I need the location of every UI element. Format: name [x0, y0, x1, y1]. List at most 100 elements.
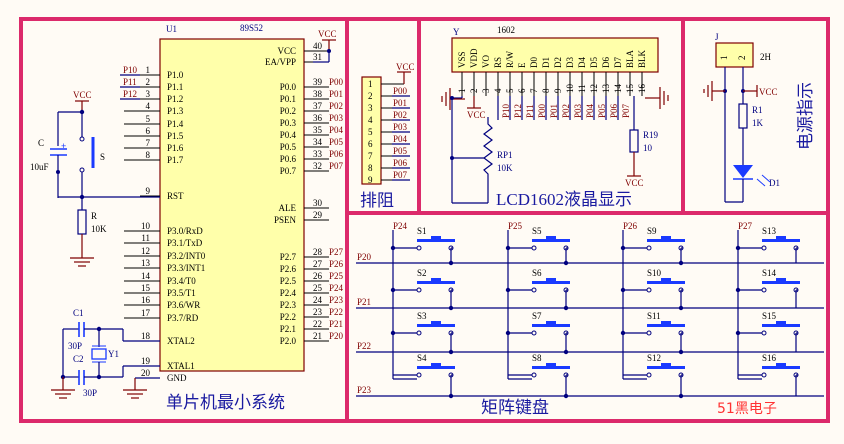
keypad-switch[interactable] — [647, 236, 685, 242]
r1-ref: R1 — [752, 105, 763, 115]
pin-name: P1.3 — [167, 106, 184, 116]
col-net-label: P27 — [738, 221, 753, 231]
pin-name: P3.2/INT0 — [167, 251, 206, 261]
net-label: P12 — [513, 104, 523, 118]
switch-ref: S14 — [762, 268, 777, 278]
reset-resistor — [77, 209, 87, 235]
lcd-pin-name: VO — [481, 55, 491, 68]
lcd-pin-number: 13 — [601, 84, 611, 94]
keypad-switch[interactable] — [532, 278, 570, 284]
col-net-label: P26 — [623, 221, 638, 231]
switch-ref: S11 — [647, 311, 661, 321]
pin-name: P1.2 — [167, 94, 183, 104]
net-label: P20 — [329, 331, 344, 341]
lcd-pin-name: VSS — [457, 51, 467, 68]
net-label: P07 — [621, 103, 631, 118]
pin-name: XTAL1 — [167, 361, 195, 371]
pin-number: 34 — [313, 137, 323, 147]
net-label: P00 — [329, 77, 344, 87]
pin-name: P3.1/TxD — [167, 238, 203, 248]
pin-number: 17 — [141, 308, 151, 318]
keypad-switch[interactable] — [647, 363, 685, 369]
keypad-switch[interactable] — [762, 363, 800, 369]
pin-number: 4 — [368, 115, 373, 125]
keypad-switch[interactable] — [532, 363, 570, 369]
pin-name: P3.5/T1 — [167, 288, 196, 298]
power-vcc: VCC — [759, 87, 778, 97]
pin-name: VCC — [277, 46, 296, 56]
pin-number: 9 — [368, 175, 373, 185]
keypad-switch[interactable] — [417, 278, 455, 284]
pin-name: P1.6 — [167, 143, 184, 153]
pin-name: P0.2 — [280, 106, 296, 116]
switch-ref: S9 — [647, 226, 657, 236]
reset-cap-val: 10uF — [30, 162, 49, 172]
net-label: P05 — [393, 146, 408, 156]
pin-number: 26 — [313, 271, 323, 281]
pin-name: P0.5 — [280, 142, 297, 152]
keypad-switch[interactable] — [532, 321, 570, 327]
pin-number: 2 — [368, 91, 373, 101]
pin-number: 27 — [313, 259, 323, 269]
chip-part: 89S52 — [240, 23, 263, 33]
pin-number: 19 — [141, 356, 151, 366]
r19-vcc: VCC — [625, 178, 644, 188]
power-connector[interactable] — [715, 42, 754, 68]
pin-name: P1.0 — [167, 70, 184, 80]
keypad-switch[interactable] — [532, 236, 570, 242]
lcd-pin-name: E — [517, 62, 527, 68]
potentiometer-rp1[interactable] — [483, 117, 493, 203]
pin-number: 11 — [141, 233, 150, 243]
pin-name: EA/VPP — [265, 57, 296, 67]
pin-name: P0.3 — [280, 118, 297, 128]
net-label: P04 — [585, 103, 595, 118]
lcd-pin-number: 7 — [529, 88, 539, 93]
led-ref: D1 — [769, 178, 780, 188]
pin-number: 39 — [313, 77, 323, 87]
pin-number: 10 — [141, 221, 151, 231]
pin-name: P2.6 — [280, 264, 297, 274]
keypad-switch[interactable] — [762, 278, 800, 284]
pin-number: 40 — [313, 41, 323, 51]
keypad-switch[interactable] — [417, 363, 455, 369]
lcd-pin-number: 5 — [505, 88, 515, 93]
frame-pullup — [345, 17, 421, 215]
lcd-pin-number: 9 — [553, 88, 563, 93]
keypad-switch[interactable] — [762, 321, 800, 327]
net-label: P04 — [329, 125, 344, 135]
lcd-pin-name: RS — [493, 57, 503, 68]
power-caption: 电源指示 — [796, 82, 816, 150]
switch-ref: S4 — [417, 353, 427, 363]
keypad-switch[interactable] — [762, 236, 800, 242]
pin-name: P1.5 — [167, 131, 184, 141]
net-label: P10 — [501, 103, 511, 118]
keypad-switch[interactable] — [417, 321, 455, 327]
keypad-switch[interactable] — [417, 236, 455, 242]
resistor-network[interactable] — [361, 76, 382, 185]
c2-val: 30P — [83, 388, 97, 398]
keypad-switch[interactable] — [647, 278, 685, 284]
keypad-switch[interactable] — [647, 321, 685, 327]
net-label: P21 — [329, 319, 343, 329]
r19-ref: R19 — [643, 130, 659, 140]
lcd-pin-name: D6 — [601, 57, 611, 68]
net-label: P03 — [393, 122, 408, 132]
conn-part: 2H — [760, 52, 772, 62]
lcd-module[interactable] — [451, 37, 659, 73]
lcd-pin-number: 16 — [637, 84, 647, 94]
pin-name: P3.6/WR — [167, 300, 200, 310]
net-label: P27 — [329, 247, 344, 257]
pin-name: P3.4/T0 — [167, 276, 196, 286]
ground-icon — [123, 389, 147, 399]
lcd-pin-number: 4 — [493, 88, 503, 93]
mcu-chip[interactable] — [159, 38, 305, 372]
led-icon — [733, 165, 753, 178]
pin-name: P1.4 — [167, 119, 184, 129]
pin-number: 21 — [313, 331, 322, 341]
pin-number: 16 — [141, 295, 151, 305]
pin-number: 9 — [146, 186, 151, 196]
pin-number: 23 — [313, 307, 323, 317]
